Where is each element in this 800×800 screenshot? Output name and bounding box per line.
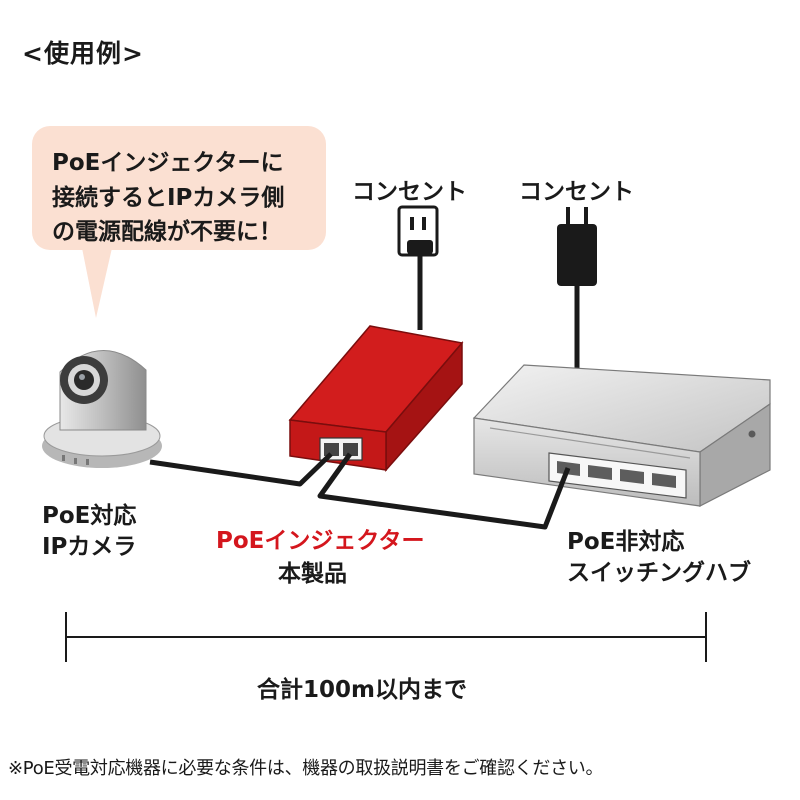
callout-line: 接続するとIPカメラ側: [52, 185, 285, 211]
footnote: ※PoE受電対応機器に必要な条件は、機器の取扱説明書をご確認ください。: [8, 758, 604, 779]
ip-camera-icon: [42, 350, 162, 468]
camera-label: IPカメラ: [42, 534, 137, 560]
outlet-label-left: コンセント: [352, 179, 467, 205]
callout-line: の電源配線が不要に！: [52, 219, 282, 245]
lan-cable-hub: [317, 452, 571, 530]
distance-bracket: [65, 612, 707, 662]
ac-adapter-icon: [557, 207, 597, 286]
injector-label: PoEインジェクター: [216, 528, 425, 554]
distance-label: 合計100m以内まで: [257, 677, 467, 703]
poe-injector-icon: [288, 325, 464, 472]
page-heading: <使用例>: [22, 39, 144, 68]
wall-outlet-icon: [397, 205, 439, 257]
hub-label: PoE非対応: [567, 529, 685, 555]
callout-line: PoEインジェクターに: [52, 150, 284, 176]
switching-hub-icon: [472, 364, 771, 507]
hub-label: スイッチングハブ: [567, 560, 751, 586]
lan-cable-camera: [149, 452, 333, 487]
outlet-label-right: コンセント: [519, 179, 634, 205]
camera-label: PoE対応: [42, 503, 137, 529]
callout-bubble: [32, 126, 326, 250]
injector-sublabel: 本製品: [278, 561, 347, 587]
